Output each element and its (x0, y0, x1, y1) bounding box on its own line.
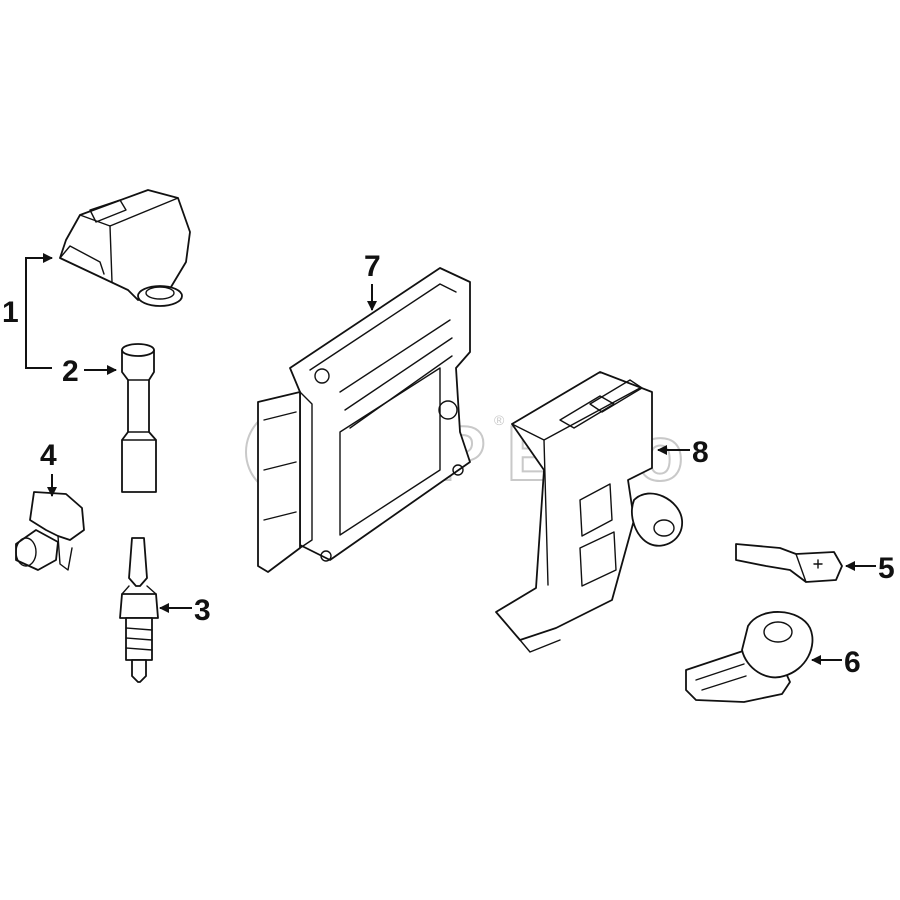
callout-2: 2 (62, 355, 79, 388)
ignition-coil (59, 189, 191, 307)
callout-4: 4 (40, 439, 57, 472)
callout-7: 7 (364, 250, 381, 283)
callout-1: 1 (2, 296, 19, 329)
callout-labels: 1 2 3 4 5 6 7 8 (2, 250, 895, 679)
temperature-sensor (735, 543, 843, 583)
callout-6: 6 (844, 646, 861, 679)
callout-5: 5 (878, 552, 895, 585)
knock-sensor (685, 611, 814, 703)
coil-boot (121, 343, 157, 493)
spark-plug (119, 537, 159, 683)
callout-3: 3 (194, 594, 211, 627)
leader-lines (25, 253, 876, 665)
ecm-mounting-bracket (495, 371, 683, 653)
callout-8: 8 (692, 436, 709, 469)
watermark-registered-mark: ® (494, 412, 505, 428)
camshaft-sensor (15, 491, 85, 571)
engine-control-module (257, 267, 471, 573)
